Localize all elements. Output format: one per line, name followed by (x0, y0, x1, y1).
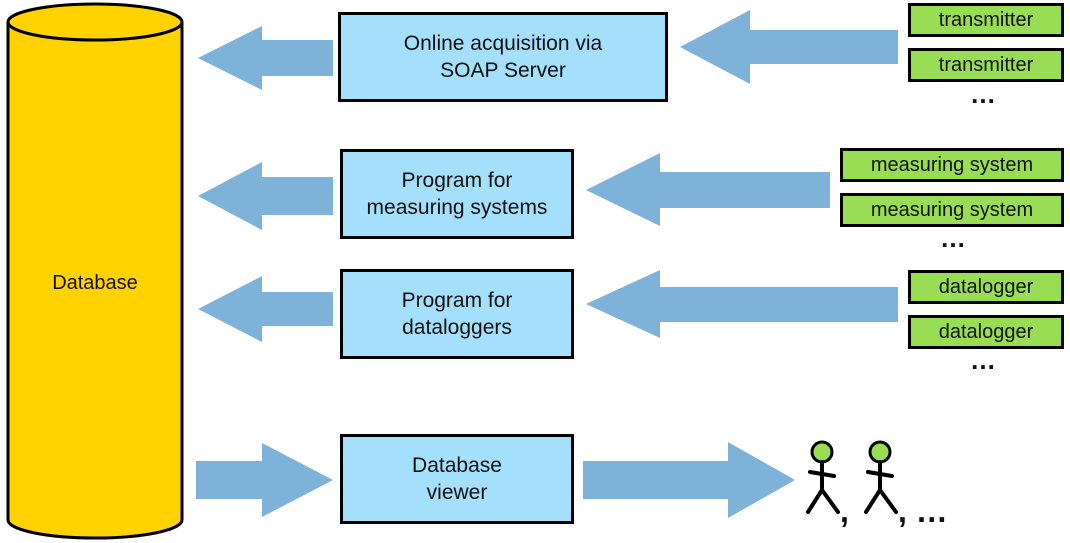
datalogger-tag: datalogger (908, 270, 1064, 304)
database-viewer-box: Database viewer (340, 434, 574, 524)
arrow-measuring-to-database (198, 162, 333, 230)
soap-server-box: Online acquisition via SOAP Server (338, 12, 668, 102)
arrow-datalogger-to-database (198, 276, 333, 342)
arrow-dataloggers-to-program (586, 270, 898, 338)
arrow-transmitters-to-soap (680, 10, 898, 84)
transmitter-tag: transmitter (908, 48, 1064, 82)
arrow-measuring-systems-to-program (586, 153, 830, 226)
measuring-system-tag: measuring system (840, 148, 1064, 182)
user-figure (864, 440, 898, 514)
users-ellipsis: , … (898, 493, 948, 529)
users-separator: , (840, 493, 849, 529)
measuring-system-tag: measuring system (840, 193, 1064, 227)
user-head (868, 440, 892, 464)
user-figure (806, 440, 840, 514)
transmitter-tag: transmitter (908, 3, 1064, 37)
arrow-database-to-viewer (196, 443, 333, 517)
arrow-soap-to-database (198, 26, 333, 90)
user-head (810, 440, 834, 464)
arrow-viewer-to-users (583, 442, 795, 518)
database-body (6, 22, 184, 540)
database-cylinder (6, 2, 184, 540)
database-top (6, 2, 184, 42)
datalogger-program-box: Program for dataloggers (340, 269, 574, 359)
transmitter-ellipsis: … (970, 79, 998, 109)
datalogger-tag: datalogger (908, 315, 1064, 349)
measuring-system-ellipsis: … (940, 223, 968, 253)
measuring-program-box: Program for measuring systems (340, 149, 574, 239)
datalogger-ellipsis: … (970, 345, 998, 375)
database-label: Database (52, 272, 138, 294)
